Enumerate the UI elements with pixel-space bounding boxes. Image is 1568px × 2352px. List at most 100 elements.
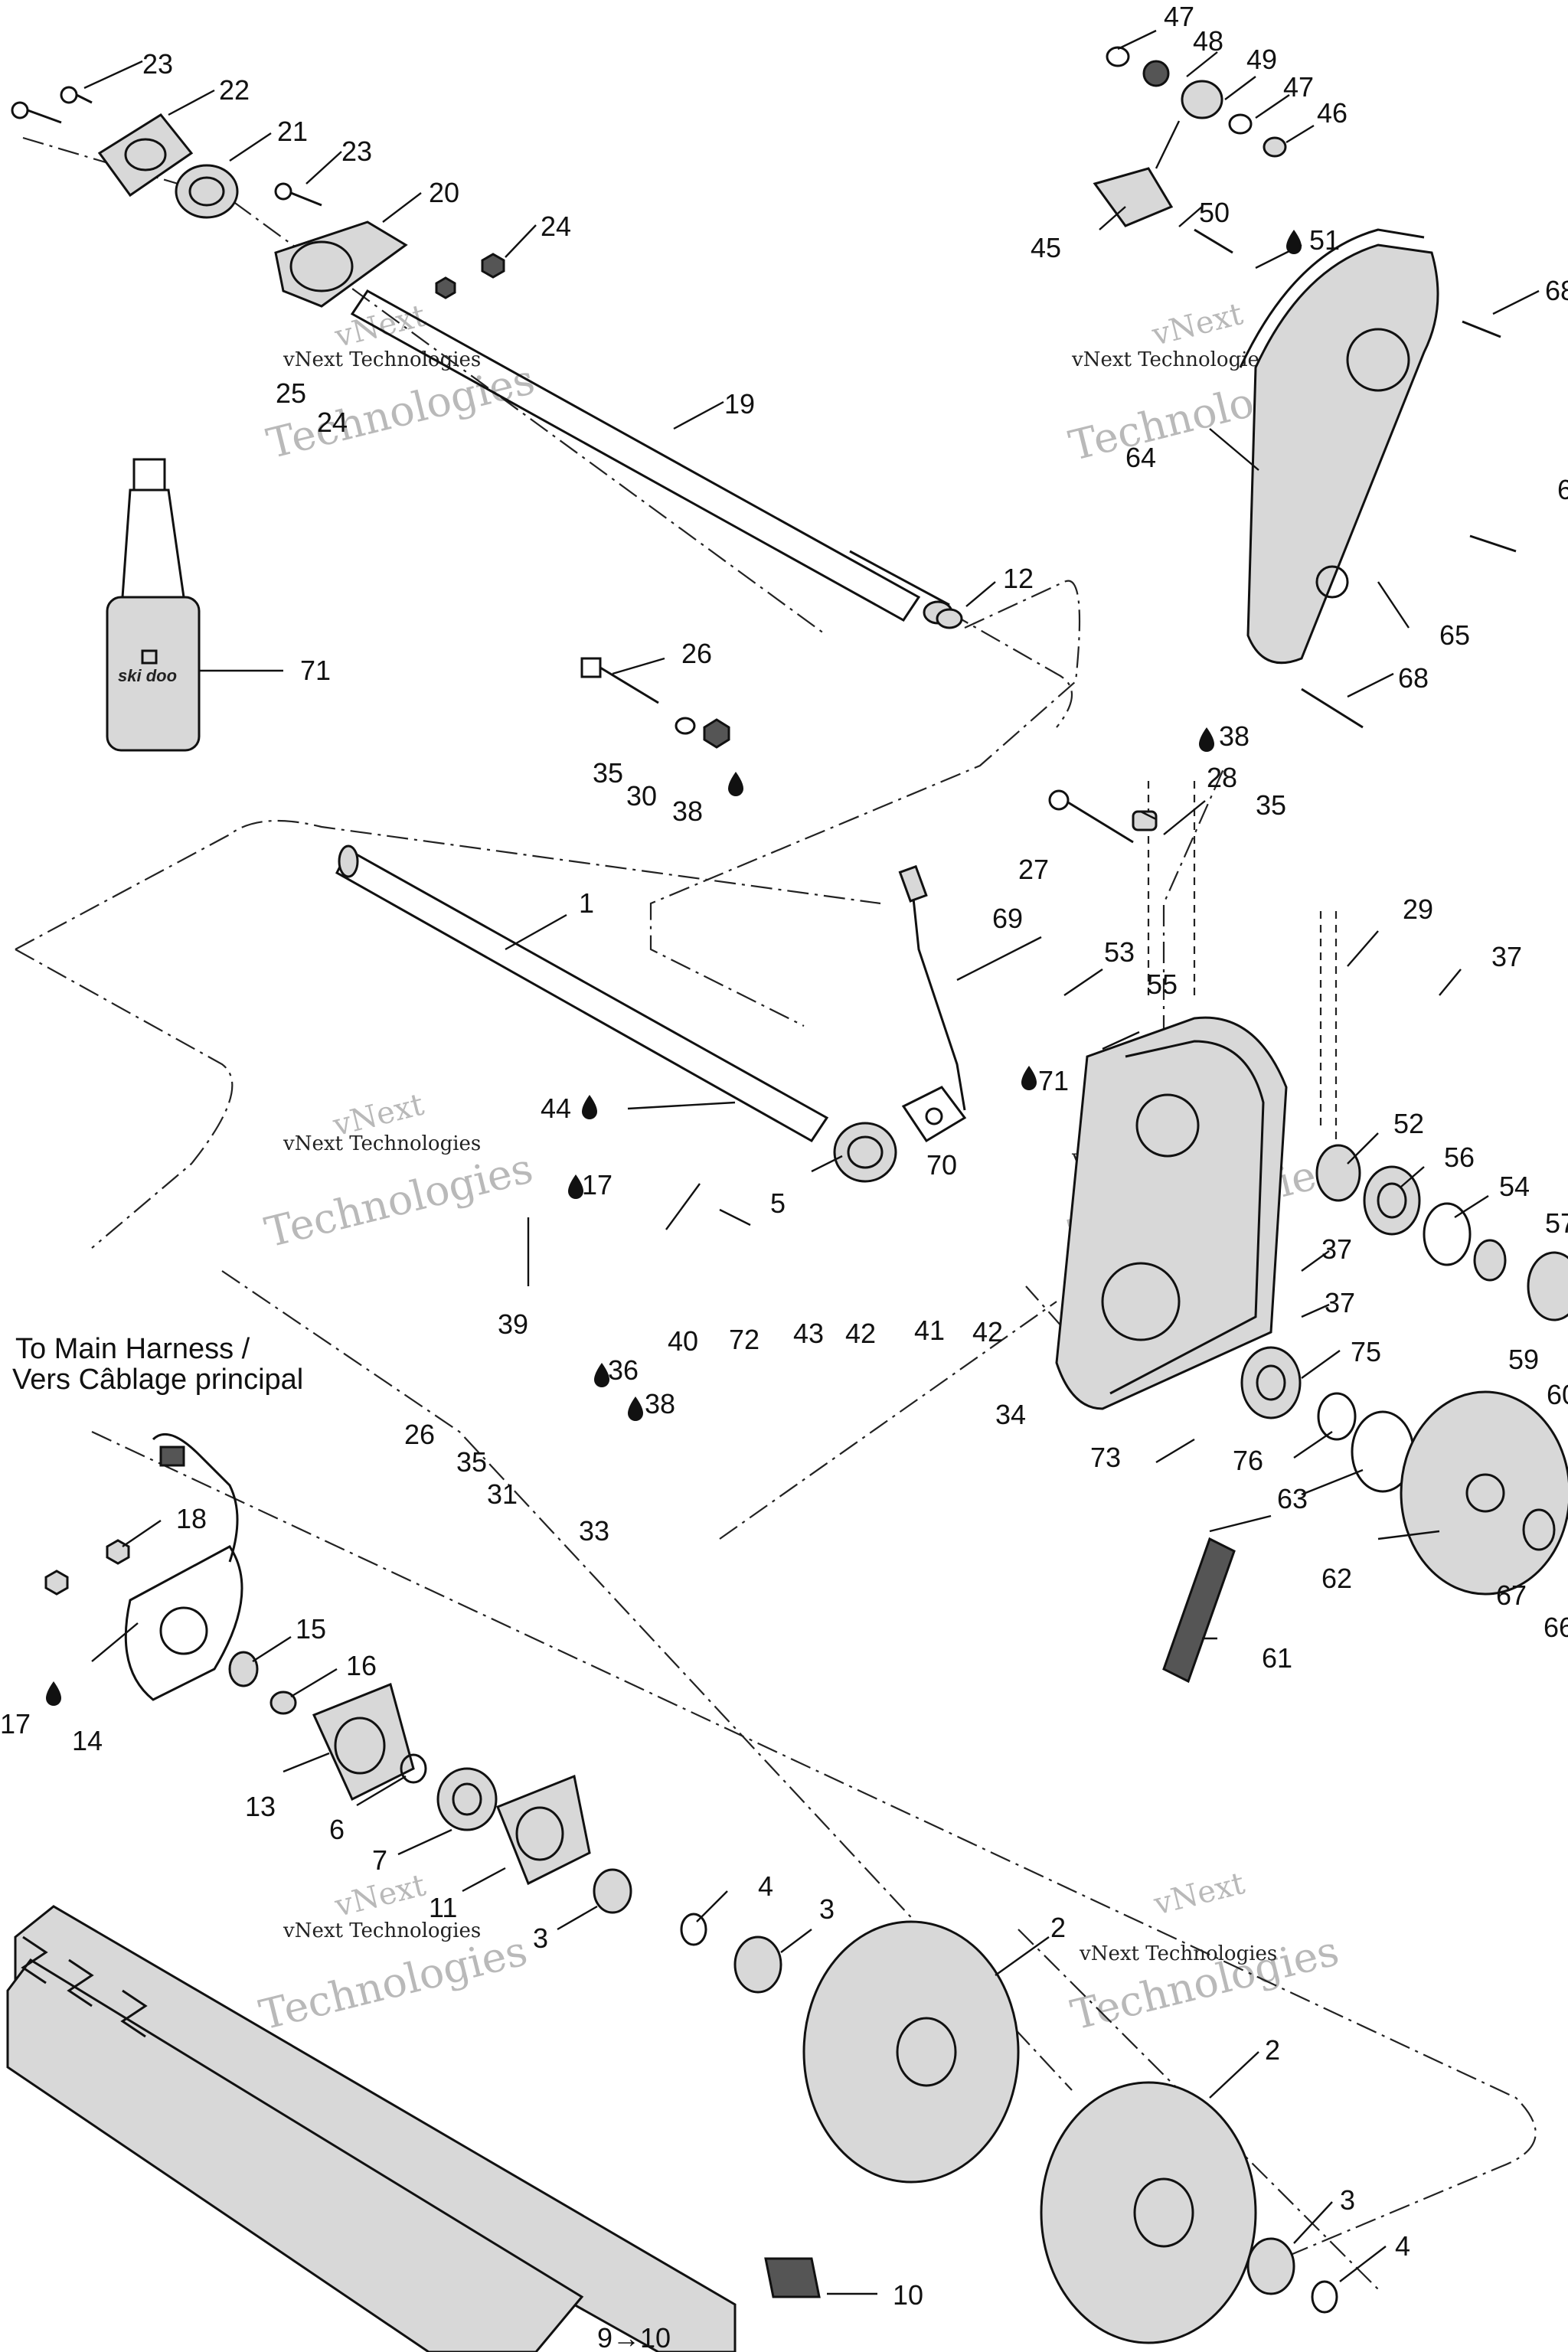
callout-61: 61: [1262, 1642, 1292, 1674]
callout-13: 13: [245, 1791, 276, 1822]
callout-63: 63: [1277, 1483, 1308, 1514]
callout-3: 3: [533, 1922, 548, 1954]
callout-24: 24: [541, 211, 571, 242]
callout-45: 45: [1031, 232, 1061, 263]
bolt-68: [1301, 320, 1517, 729]
cap-12: [936, 608, 963, 629]
callout-17: 17: [582, 1169, 612, 1200]
callout-47: 47: [1283, 71, 1314, 103]
callout-26: 26: [681, 638, 712, 669]
watermark-technologies: Technologies: [262, 355, 539, 469]
callout-71: 71: [1038, 1065, 1069, 1096]
callout-9: 9: [597, 2322, 612, 2352]
bolt-50: [1194, 228, 1233, 254]
chaincase-34: [1055, 1016, 1288, 1410]
bearing-52: [1315, 1144, 1361, 1202]
callout-27: 27: [1018, 854, 1049, 885]
callout-65: 65: [1439, 619, 1470, 651]
callout-6: 6: [329, 1814, 345, 1845]
callout-4: 4: [1395, 2230, 1410, 2262]
callout-75: 75: [1351, 1336, 1381, 1367]
bearing-7: [436, 1767, 498, 1831]
callout-70: 70: [926, 1149, 957, 1181]
callout-25: 25: [276, 377, 306, 409]
flange-20: [274, 220, 408, 308]
chain-61: [1162, 1537, 1236, 1684]
callout-48: 48: [1193, 25, 1223, 57]
callout-57: 57: [1545, 1207, 1568, 1239]
bottle-71: ski doo: [106, 458, 201, 752]
watermark-text: vNext Technologies: [1079, 1942, 1277, 1965]
watermark-text: vNext Technologies: [1071, 348, 1269, 371]
callout-37: 37: [1325, 1287, 1355, 1318]
callout-67: 67: [1496, 1579, 1527, 1611]
shaft-19: [350, 289, 953, 625]
callout-71: 71: [300, 655, 331, 686]
callout-1: 1: [579, 887, 594, 919]
callout-23: 23: [142, 48, 173, 80]
callout-35: 35: [593, 757, 623, 789]
ring-4b: [1311, 2280, 1338, 2314]
ring-76: [1317, 1392, 1357, 1441]
oil-drop-icon: [1199, 727, 1214, 752]
watermark-text: vNext Technologies: [283, 1132, 481, 1155]
nut-46: [1263, 136, 1287, 158]
bushing-57: [1473, 1239, 1507, 1282]
watermark-vnext: vNext: [1150, 1866, 1248, 1922]
watermark-text: vNext Technologies: [283, 1919, 481, 1942]
callout-41: 41: [914, 1315, 945, 1346]
bushing-16: [270, 1690, 297, 1715]
callout-72: 72: [729, 1324, 760, 1355]
callout-3: 3: [1340, 2184, 1355, 2216]
washer-70: [901, 1086, 967, 1143]
callout-7: 7: [372, 1844, 387, 1876]
oil-drop-icon: [1021, 1066, 1037, 1090]
callout-68-partial: 6: [1557, 474, 1568, 505]
callout-38: 38: [672, 795, 703, 827]
callout-4: 4: [758, 1870, 773, 1902]
cover-64: [1239, 228, 1439, 665]
callout-43: 43: [793, 1318, 824, 1349]
oil-drop-icon: [568, 1174, 583, 1199]
bolt-26: [580, 657, 659, 704]
callout-28: 28: [1207, 762, 1237, 793]
callout-31: 31: [487, 1478, 518, 1510]
callout-21: 21: [277, 116, 308, 147]
callout-51: 51: [1309, 224, 1340, 256]
callout-52: 52: [1393, 1108, 1424, 1139]
watermark-technologies: Technologies: [260, 1144, 537, 1257]
bottle-logo-text: ski doo: [118, 666, 177, 685]
bolt-23a: [11, 101, 62, 124]
oil-drop-icon: [628, 1396, 643, 1421]
oil-drop-icon: [594, 1363, 609, 1387]
callout-66: 66: [1544, 1612, 1568, 1643]
harness-note-line2: Vers Câblage principal: [12, 1364, 303, 1396]
callout-14: 14: [72, 1725, 103, 1756]
spacer-49: [1181, 80, 1223, 119]
nut-18: [44, 1539, 130, 1596]
callout-60: 60: [1547, 1379, 1568, 1410]
callout-19: 19: [724, 388, 755, 420]
callout-46: 46: [1317, 97, 1348, 129]
bearing-75: [1240, 1346, 1302, 1419]
callout-29: 29: [1403, 893, 1433, 925]
bracket-45: [1093, 167, 1174, 227]
callout-36: 36: [608, 1354, 639, 1386]
callout-47: 47: [1164, 1, 1194, 32]
callout-23: 23: [341, 136, 372, 167]
callout-26: 26: [404, 1419, 435, 1450]
watermark-vnext: vNext: [331, 298, 429, 354]
callout-30: 30: [626, 780, 657, 812]
callout-2: 2: [1050, 1912, 1066, 1943]
oil-drop-icon: [728, 772, 743, 796]
gear-15: [228, 1651, 259, 1687]
callout-68: 68: [1398, 662, 1429, 694]
sprocket-2b: [1040, 2081, 1257, 2344]
callout-10: 10: [893, 2279, 923, 2311]
callout-53: 53: [1104, 936, 1135, 968]
oil-drop-icon: [1286, 230, 1302, 254]
harness-cable: [152, 1432, 239, 1563]
callout-44: 44: [541, 1093, 571, 1124]
bolt-23b: [60, 86, 93, 104]
